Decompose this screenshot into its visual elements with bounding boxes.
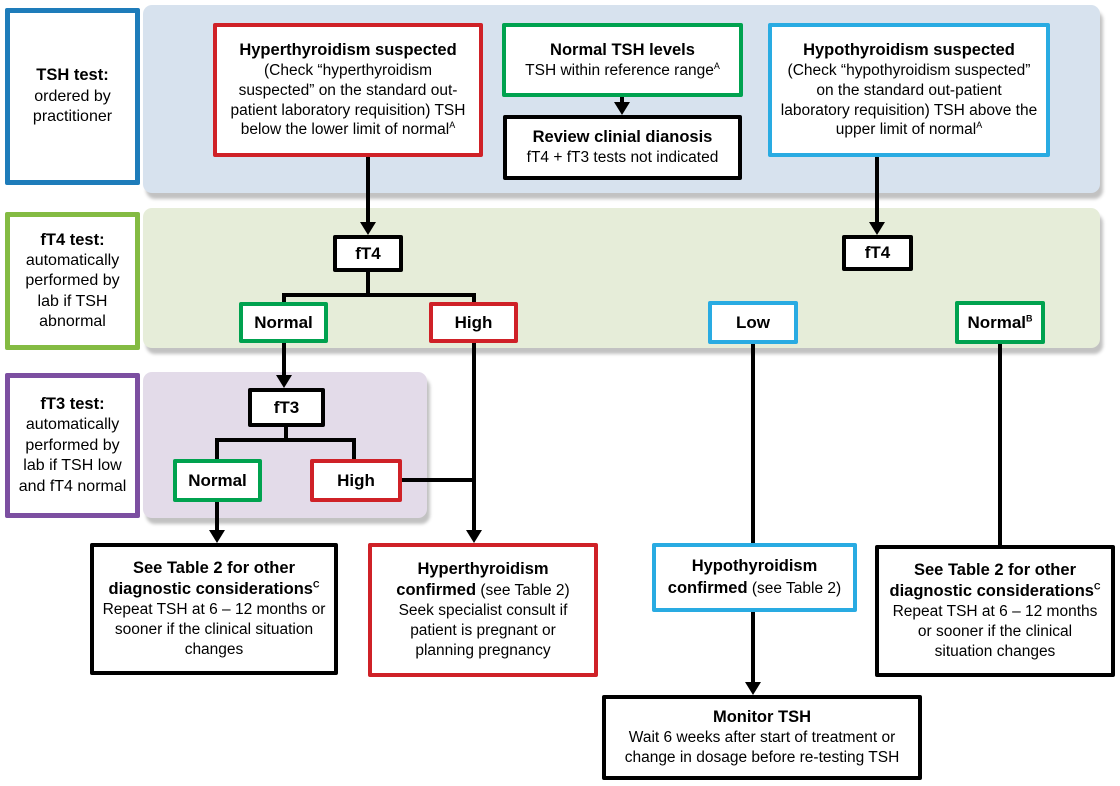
node-ft3-label: fT3: [273, 397, 300, 417]
stage-label-ft3: fT3 test: automatically performed by lab…: [5, 373, 140, 518]
node-hyperthyroidism-suspected-body: (Check “hyperthyroidism suspected” on th…: [230, 61, 466, 139]
node-table2-right-title: See Table 2 for other diagnostic conside…: [889, 561, 1101, 601]
node-table2-right-body: Repeat TSH at 6 – 12 months or sooner if…: [892, 603, 1098, 661]
stage-label-ft4: fT4 test: automatically performed by lab…: [5, 212, 140, 350]
node-normal-tsh-levels-title: Normal TSH levels: [550, 40, 695, 59]
arrowhead-normal-to-ft3: [276, 375, 292, 388]
node-ft3-high: High: [310, 459, 402, 502]
connector-normalb-to-table2: [998, 344, 1002, 546]
node-normal-tsh-levels: Normal TSH levels TSH within reference r…: [502, 23, 743, 97]
connector-low-to-hypoconfirmed: [751, 344, 755, 544]
arrowhead-to-hyperconfirmed: [466, 530, 482, 543]
node-table2-right: See Table 2 for other diagnostic conside…: [875, 545, 1115, 677]
node-table2-left: See Table 2 for other diagnostic conside…: [90, 543, 338, 675]
node-ft3-normal: Normal: [173, 459, 262, 502]
connector-ft4left-to-normal: [282, 293, 286, 304]
arrowhead-to-monitor: [745, 682, 761, 695]
node-review-body: fT4 + fT3 tests not indicated: [526, 149, 719, 167]
node-ft4-high-left: High: [429, 302, 518, 343]
connector-ft4left-to-high: [472, 293, 476, 304]
stage-label-ft3-body: automatically performed by lab if TSH lo…: [18, 416, 127, 495]
node-hyperthyroidism-confirmed: Hyperthyroidism confirmed (see Table 2) …: [368, 543, 598, 677]
node-ft3-normal-label: Normal: [188, 470, 247, 490]
node-ft4-right-label: fT4: [864, 243, 891, 263]
node-ft4-normal-right: NormalB: [955, 301, 1045, 344]
node-table2-left-title: See Table 2 for other diagnostic conside…: [108, 559, 320, 599]
node-hypothyroidism-suspected-title: Hypothyroidism suspected: [803, 40, 1015, 59]
stage-label-ft3-title: fT3 test:: [40, 395, 105, 413]
connector-hypoconfirmed-to-monitor: [751, 611, 755, 684]
connector-ft3-stem: [284, 427, 288, 442]
connector-normal-to-ft3: [282, 343, 286, 377]
node-ft4-left: fT4: [333, 235, 403, 272]
connector-ft3normal-to-table2: [215, 502, 219, 532]
node-hypothyroidism-confirmed: Hypothyroidism confirmed (see Table 2): [652, 543, 857, 612]
node-ft3: fT3: [248, 388, 325, 427]
connector-ft4left-branch: [282, 293, 476, 297]
connector-ft3high-join: [402, 478, 476, 482]
connector-ft4left-stem: [366, 272, 370, 297]
node-hypothyroidism-suspected: Hypothyroidism suspected (Check “hypothy…: [768, 23, 1050, 157]
connector-ft3-branch: [215, 438, 356, 442]
node-ft4-left-label: fT4: [355, 243, 381, 263]
arrowhead-ft3normal-to-table2: [209, 530, 225, 543]
stage-label-tsh-body: ordered by practitioner: [32, 87, 113, 126]
arrowhead-normaltsh-to-review: [614, 102, 630, 115]
node-hyperthyroidism-confirmed-title: Hyperthyroidism confirmed (see Table 2): [396, 560, 570, 600]
node-hypothyroidism-confirmed-title: Hypothyroidism confirmed (see Table 2): [667, 557, 842, 597]
node-ft4-low: Low: [708, 301, 798, 344]
node-ft4-normal-left: Normal: [239, 302, 328, 343]
node-review-clinical-diagnosis: Review clinial dianosis fT4 + fT3 tests …: [503, 115, 742, 180]
node-ft4-normal-right-label: NormalB: [967, 312, 1033, 332]
connector-normaltsh-to-review: [620, 97, 624, 104]
stage-label-tsh: TSH test: ordered by practitioner: [5, 8, 140, 185]
node-ft4-high-left-label: High: [454, 312, 493, 332]
connector-ft3-to-normal: [215, 438, 219, 461]
connector-hyper-to-ft4: [366, 157, 370, 223]
node-hyperthyroidism-suspected-title: Hyperthyroidism suspected: [239, 40, 457, 59]
connector-ft4high-to-confirmed: [472, 343, 476, 532]
node-hyperthyroidism-confirmed-body: Seek specialist consult if patient is pr…: [398, 602, 568, 660]
stage-label-ft4-body: automatically performed by lab if TSH ab…: [25, 251, 120, 331]
node-ft4-low-label: Low: [736, 312, 770, 332]
node-table2-left-body: Repeat TSH at 6 – 12 months or sooner if…: [102, 601, 326, 659]
stage-label-tsh-title: TSH test:: [36, 66, 109, 85]
node-ft4-right: fT4: [842, 235, 913, 271]
connector-hypo-to-ft4: [875, 157, 879, 223]
node-ft3-high-label: High: [337, 470, 375, 490]
connector-ft3-to-high: [352, 438, 356, 461]
node-hypothyroidism-suspected-body: (Check “hypothyroidism suspected” on the…: [780, 61, 1038, 139]
node-monitor-tsh-body: Wait 6 weeks after start of treatment or…: [624, 729, 900, 767]
node-normal-tsh-levels-body: TSH within reference rangeA: [525, 60, 720, 79]
stage-label-ft4-title: fT4 test:: [40, 230, 105, 249]
node-ft4-normal-left-label: Normal: [254, 312, 313, 332]
node-monitor-tsh: Monitor TSH Wait 6 weeks after start of …: [602, 695, 922, 780]
node-monitor-tsh-title: Monitor TSH: [712, 708, 812, 727]
node-hyperthyroidism-suspected: Hyperthyroidism suspected (Check “hypert…: [213, 23, 483, 157]
arrowhead-hyper-to-ft4: [360, 222, 376, 235]
arrowhead-hypo-to-ft4: [869, 222, 885, 235]
node-review-title: Review clinial dianosis: [532, 128, 713, 147]
